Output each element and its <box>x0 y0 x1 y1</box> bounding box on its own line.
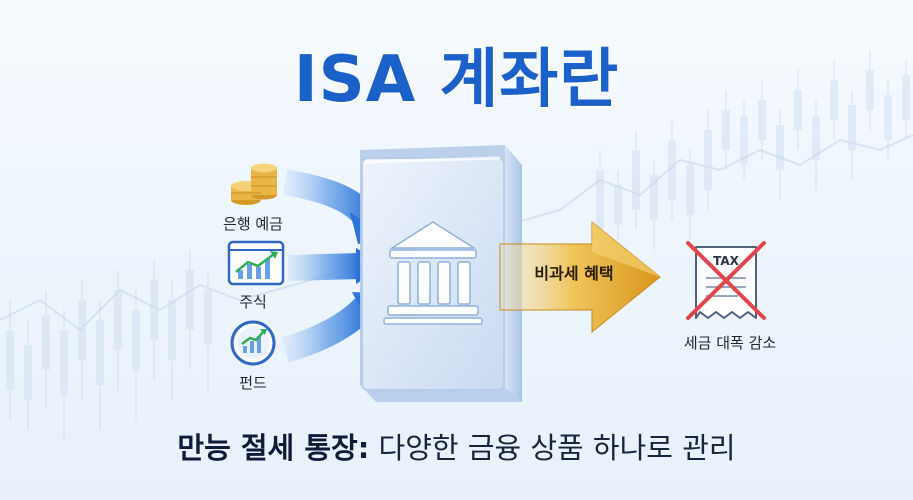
background-candle-body <box>632 150 640 210</box>
background-candle-body <box>132 310 140 370</box>
background-candle-body <box>884 95 892 140</box>
bottom-caption-bold: 만능 절세 통장: <box>177 431 370 465</box>
flow-arrow-middle <box>287 253 361 281</box>
background-candle-body <box>650 175 658 220</box>
tax-benefit-arrow <box>499 220 661 334</box>
background-candle-body <box>776 125 784 170</box>
background-candle-body <box>866 70 874 110</box>
tax-reduction-label: 세금 대폭 감소 <box>683 334 777 352</box>
item-label-bank-deposit: 은행 예금 <box>223 215 283 233</box>
coin-stack-icon <box>231 163 277 205</box>
background-candle-body <box>812 115 820 160</box>
background-candle-body <box>78 300 86 360</box>
background-candle-body <box>60 330 68 395</box>
background-candle-body <box>848 105 856 150</box>
background-candle-body <box>686 165 694 215</box>
background-candle-body <box>24 345 32 400</box>
background-candle-body <box>96 320 104 385</box>
background-candle-body <box>758 100 766 140</box>
background-candle-body <box>902 75 910 120</box>
tax-badge-text: TAX <box>713 254 740 268</box>
background-candle-body <box>114 290 122 350</box>
background-candle-body <box>740 115 748 165</box>
background-candle-body <box>204 290 212 345</box>
background-candle-body <box>596 170 604 230</box>
bottom-caption-rest: 다양한 금융 상품 하나로 관리 <box>369 431 736 465</box>
isa-passbook-icon <box>360 145 522 402</box>
background-candle-body <box>722 110 730 150</box>
background-candle-body <box>168 300 176 360</box>
background-candle-body <box>186 270 194 330</box>
fund-growth-icon <box>230 320 276 366</box>
background-candle-body <box>794 90 802 130</box>
background-candle-body <box>830 80 838 120</box>
tax-receipt-crossed-icon <box>686 241 766 320</box>
item-label-stock: 주식 <box>239 293 267 311</box>
background-candle-body <box>6 330 14 390</box>
flow-arrow-bottom <box>281 296 376 363</box>
bank-building-icon <box>383 221 483 325</box>
background-candle-body <box>668 140 676 200</box>
page-title: ISA 계좌란 <box>293 43 620 117</box>
background-candle-body <box>42 315 50 370</box>
bottom-caption: 만능 절세 통장: 다양한 금융 상품 하나로 관리 <box>0 425 913 467</box>
flow-arrow-top <box>282 169 381 230</box>
background-candle-body <box>150 280 158 340</box>
background-trend-line <box>0 134 913 332</box>
background-candle-body <box>614 185 622 225</box>
background-candle-body <box>704 130 712 190</box>
tax-benefit-label: 비과세 혜택 <box>534 264 614 283</box>
stock-chart-icon <box>227 240 285 286</box>
item-label-fund: 펀드 <box>239 374 267 392</box>
